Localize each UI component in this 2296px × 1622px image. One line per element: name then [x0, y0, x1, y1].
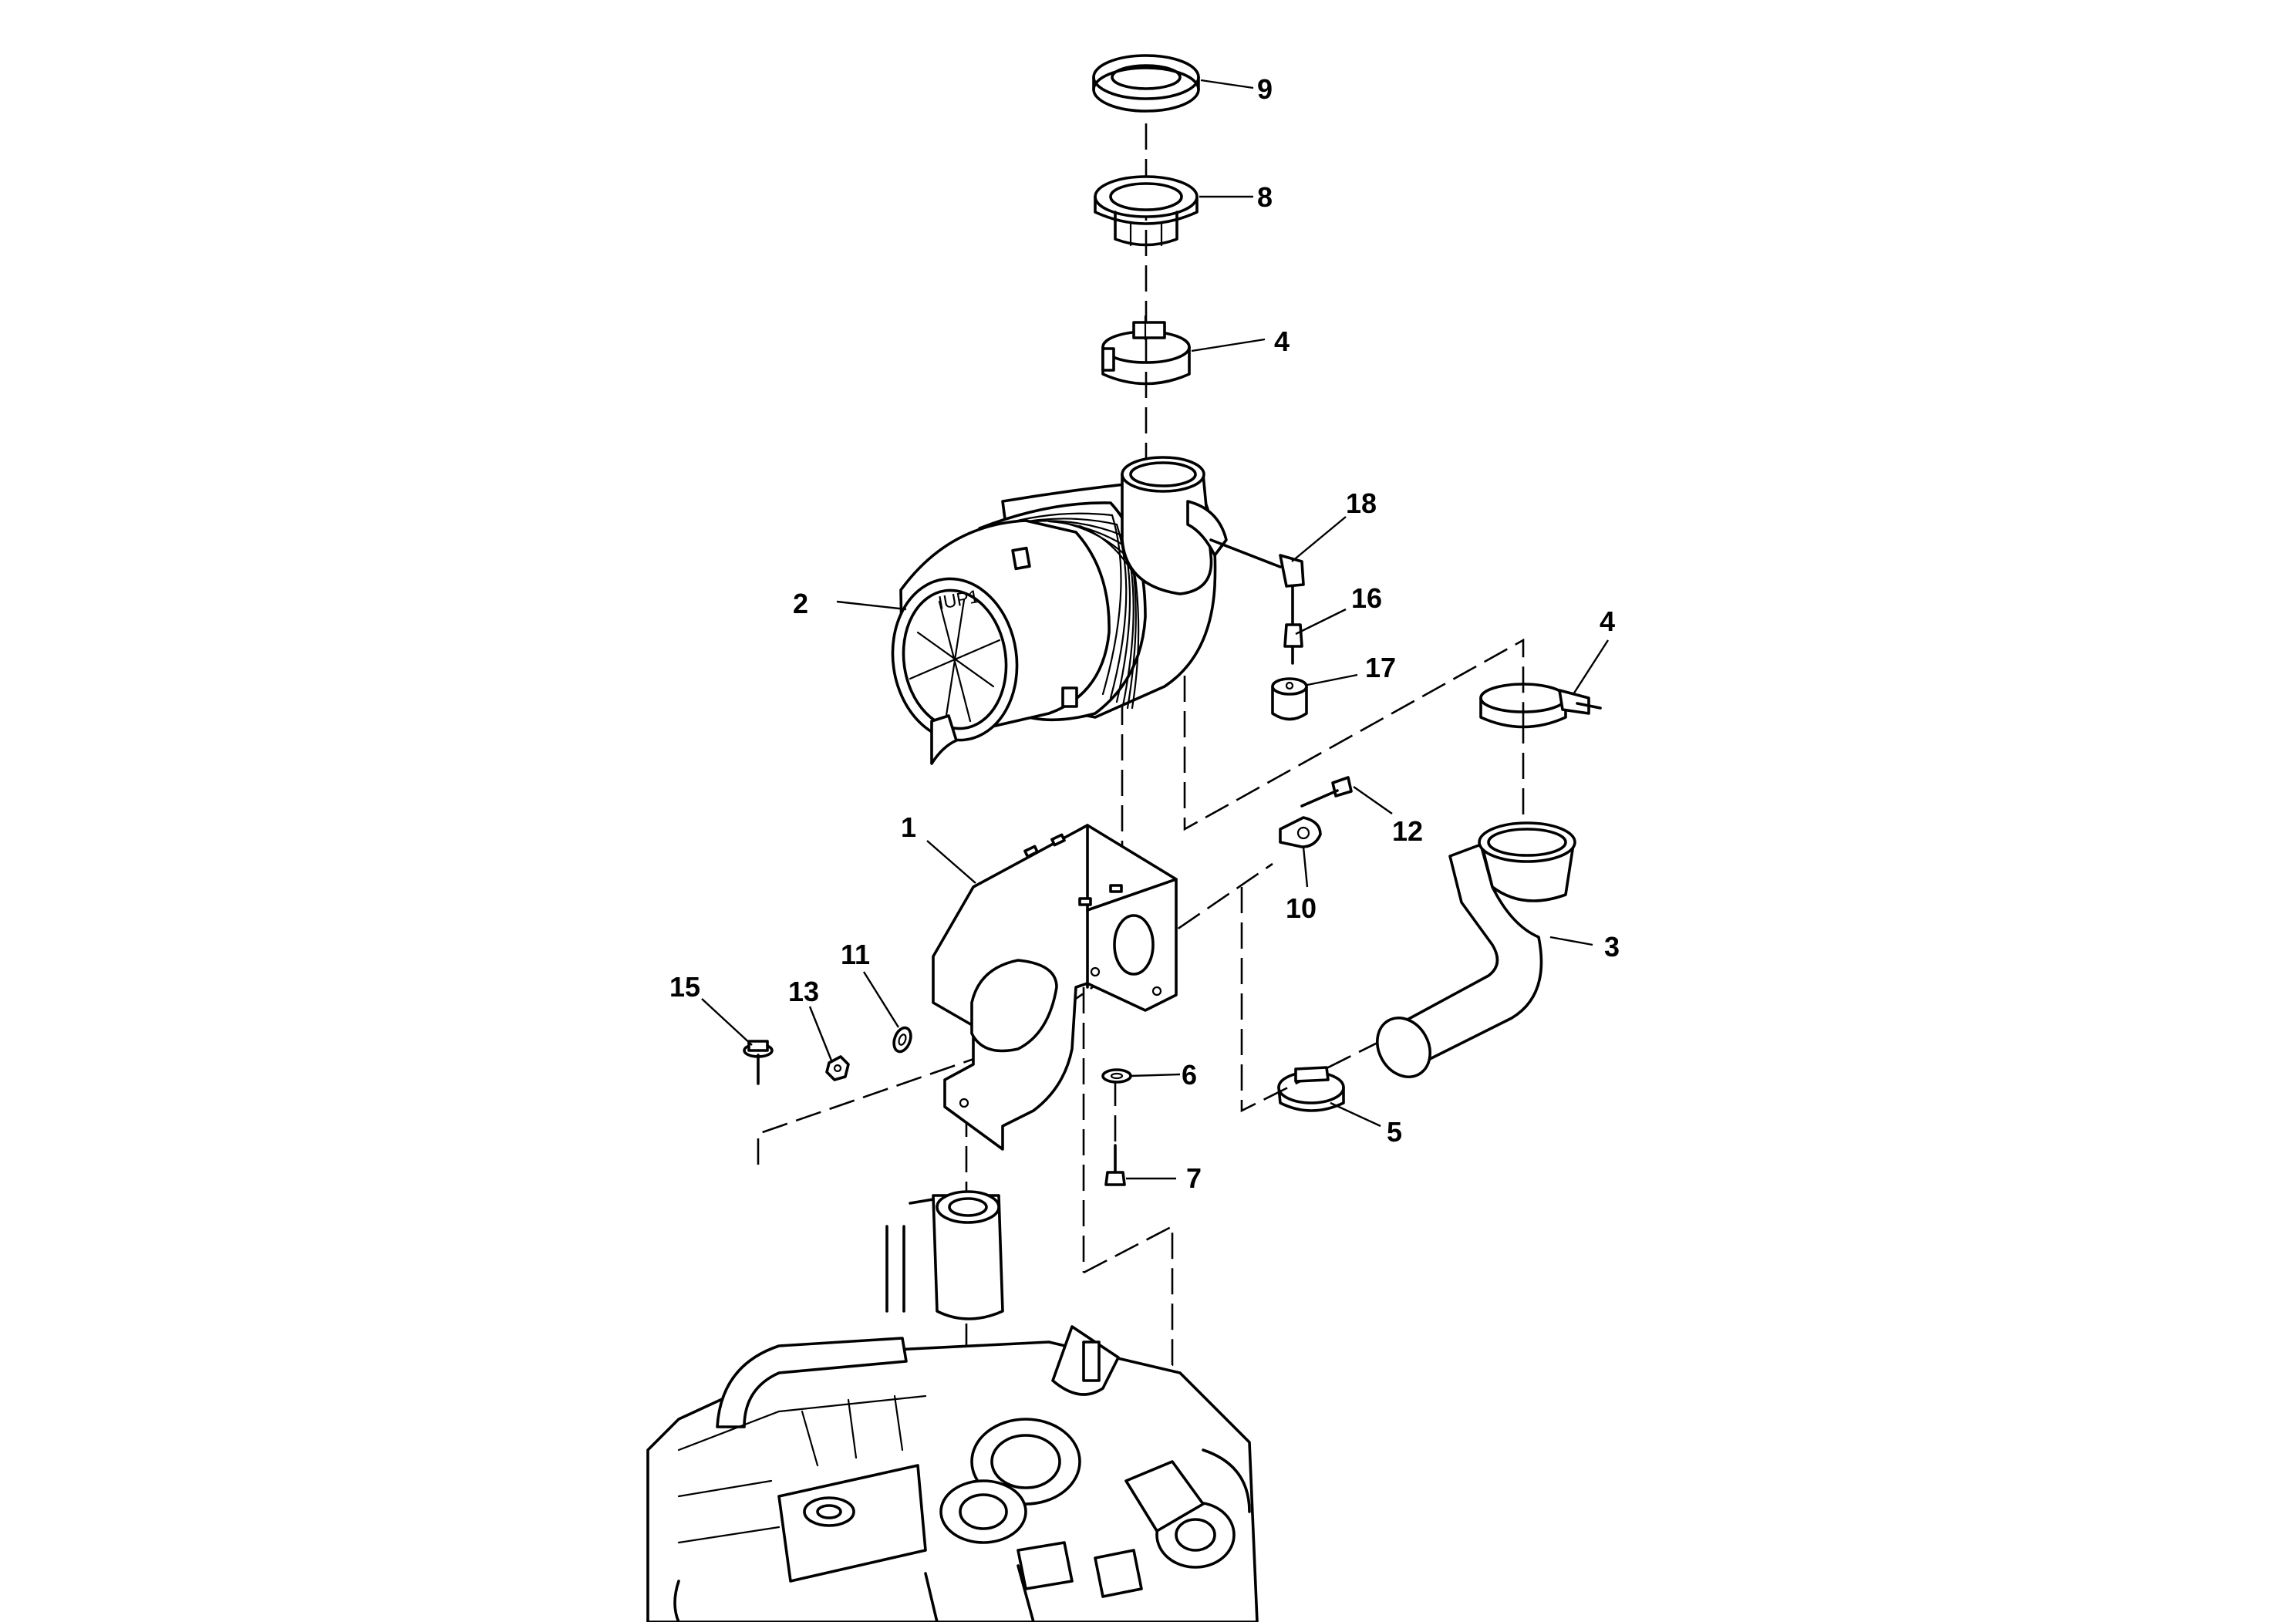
part-1-mounting-bracket — [932, 824, 1178, 1151]
callout-5: 5 — [1387, 1116, 1402, 1148]
callout-7: 7 — [1186, 1162, 1202, 1194]
callout-11: 11 — [841, 939, 870, 970]
engine-assembly — [646, 1190, 1259, 1622]
callout-9: 9 — [1257, 73, 1273, 105]
part-18-elbow-fitting — [1209, 538, 1305, 588]
callout-16: 16 — [1351, 582, 1382, 614]
part-10-p-clip — [1279, 816, 1322, 848]
callout-8: 8 — [1257, 181, 1273, 213]
callout-2: 2 — [793, 588, 808, 619]
part-6-washer — [1101, 1068, 1132, 1084]
part-2-air-filter: IUP1 — [891, 456, 1228, 765]
part-13-nut — [825, 1055, 850, 1081]
part-9-seal-ring — [1092, 54, 1200, 113]
callout-13: 13 — [788, 976, 819, 1007]
part-3-intake-hose — [1376, 821, 1576, 1078]
callout-17: 17 — [1365, 652, 1396, 683]
part-4-hose-clamp-top — [1101, 315, 1191, 386]
callout-15: 15 — [669, 971, 700, 1003]
part-16-adapter — [1283, 585, 1303, 665]
part-17-indicator — [1271, 677, 1308, 721]
callout-10: 10 — [1286, 892, 1317, 924]
part-7-bolt — [1104, 1144, 1126, 1186]
callout-18: 18 — [1346, 487, 1377, 519]
callout-6: 6 — [1182, 1059, 1197, 1091]
leader-lines — [701, 79, 1610, 1180]
part-15-flange-bolt — [743, 1040, 774, 1085]
callout-3: 3 — [1604, 931, 1620, 963]
part-11-washer — [892, 1026, 912, 1054]
callout-12: 12 — [1392, 815, 1423, 847]
part-12-bolt — [1300, 776, 1353, 808]
part-4-hose-clamp-right — [1479, 683, 1602, 729]
callout-1: 1 — [901, 811, 916, 843]
callouts: 9 8 4 18 2 16 4 17 12 1 10 3 11 15 13 6 … — [669, 73, 1620, 1194]
callout-4-top: 4 — [1274, 325, 1290, 357]
part-8-inlet-flange — [1094, 175, 1199, 247]
callout-4-right: 4 — [1600, 605, 1615, 637]
part-5-hose-clamp — [1277, 1066, 1345, 1112]
